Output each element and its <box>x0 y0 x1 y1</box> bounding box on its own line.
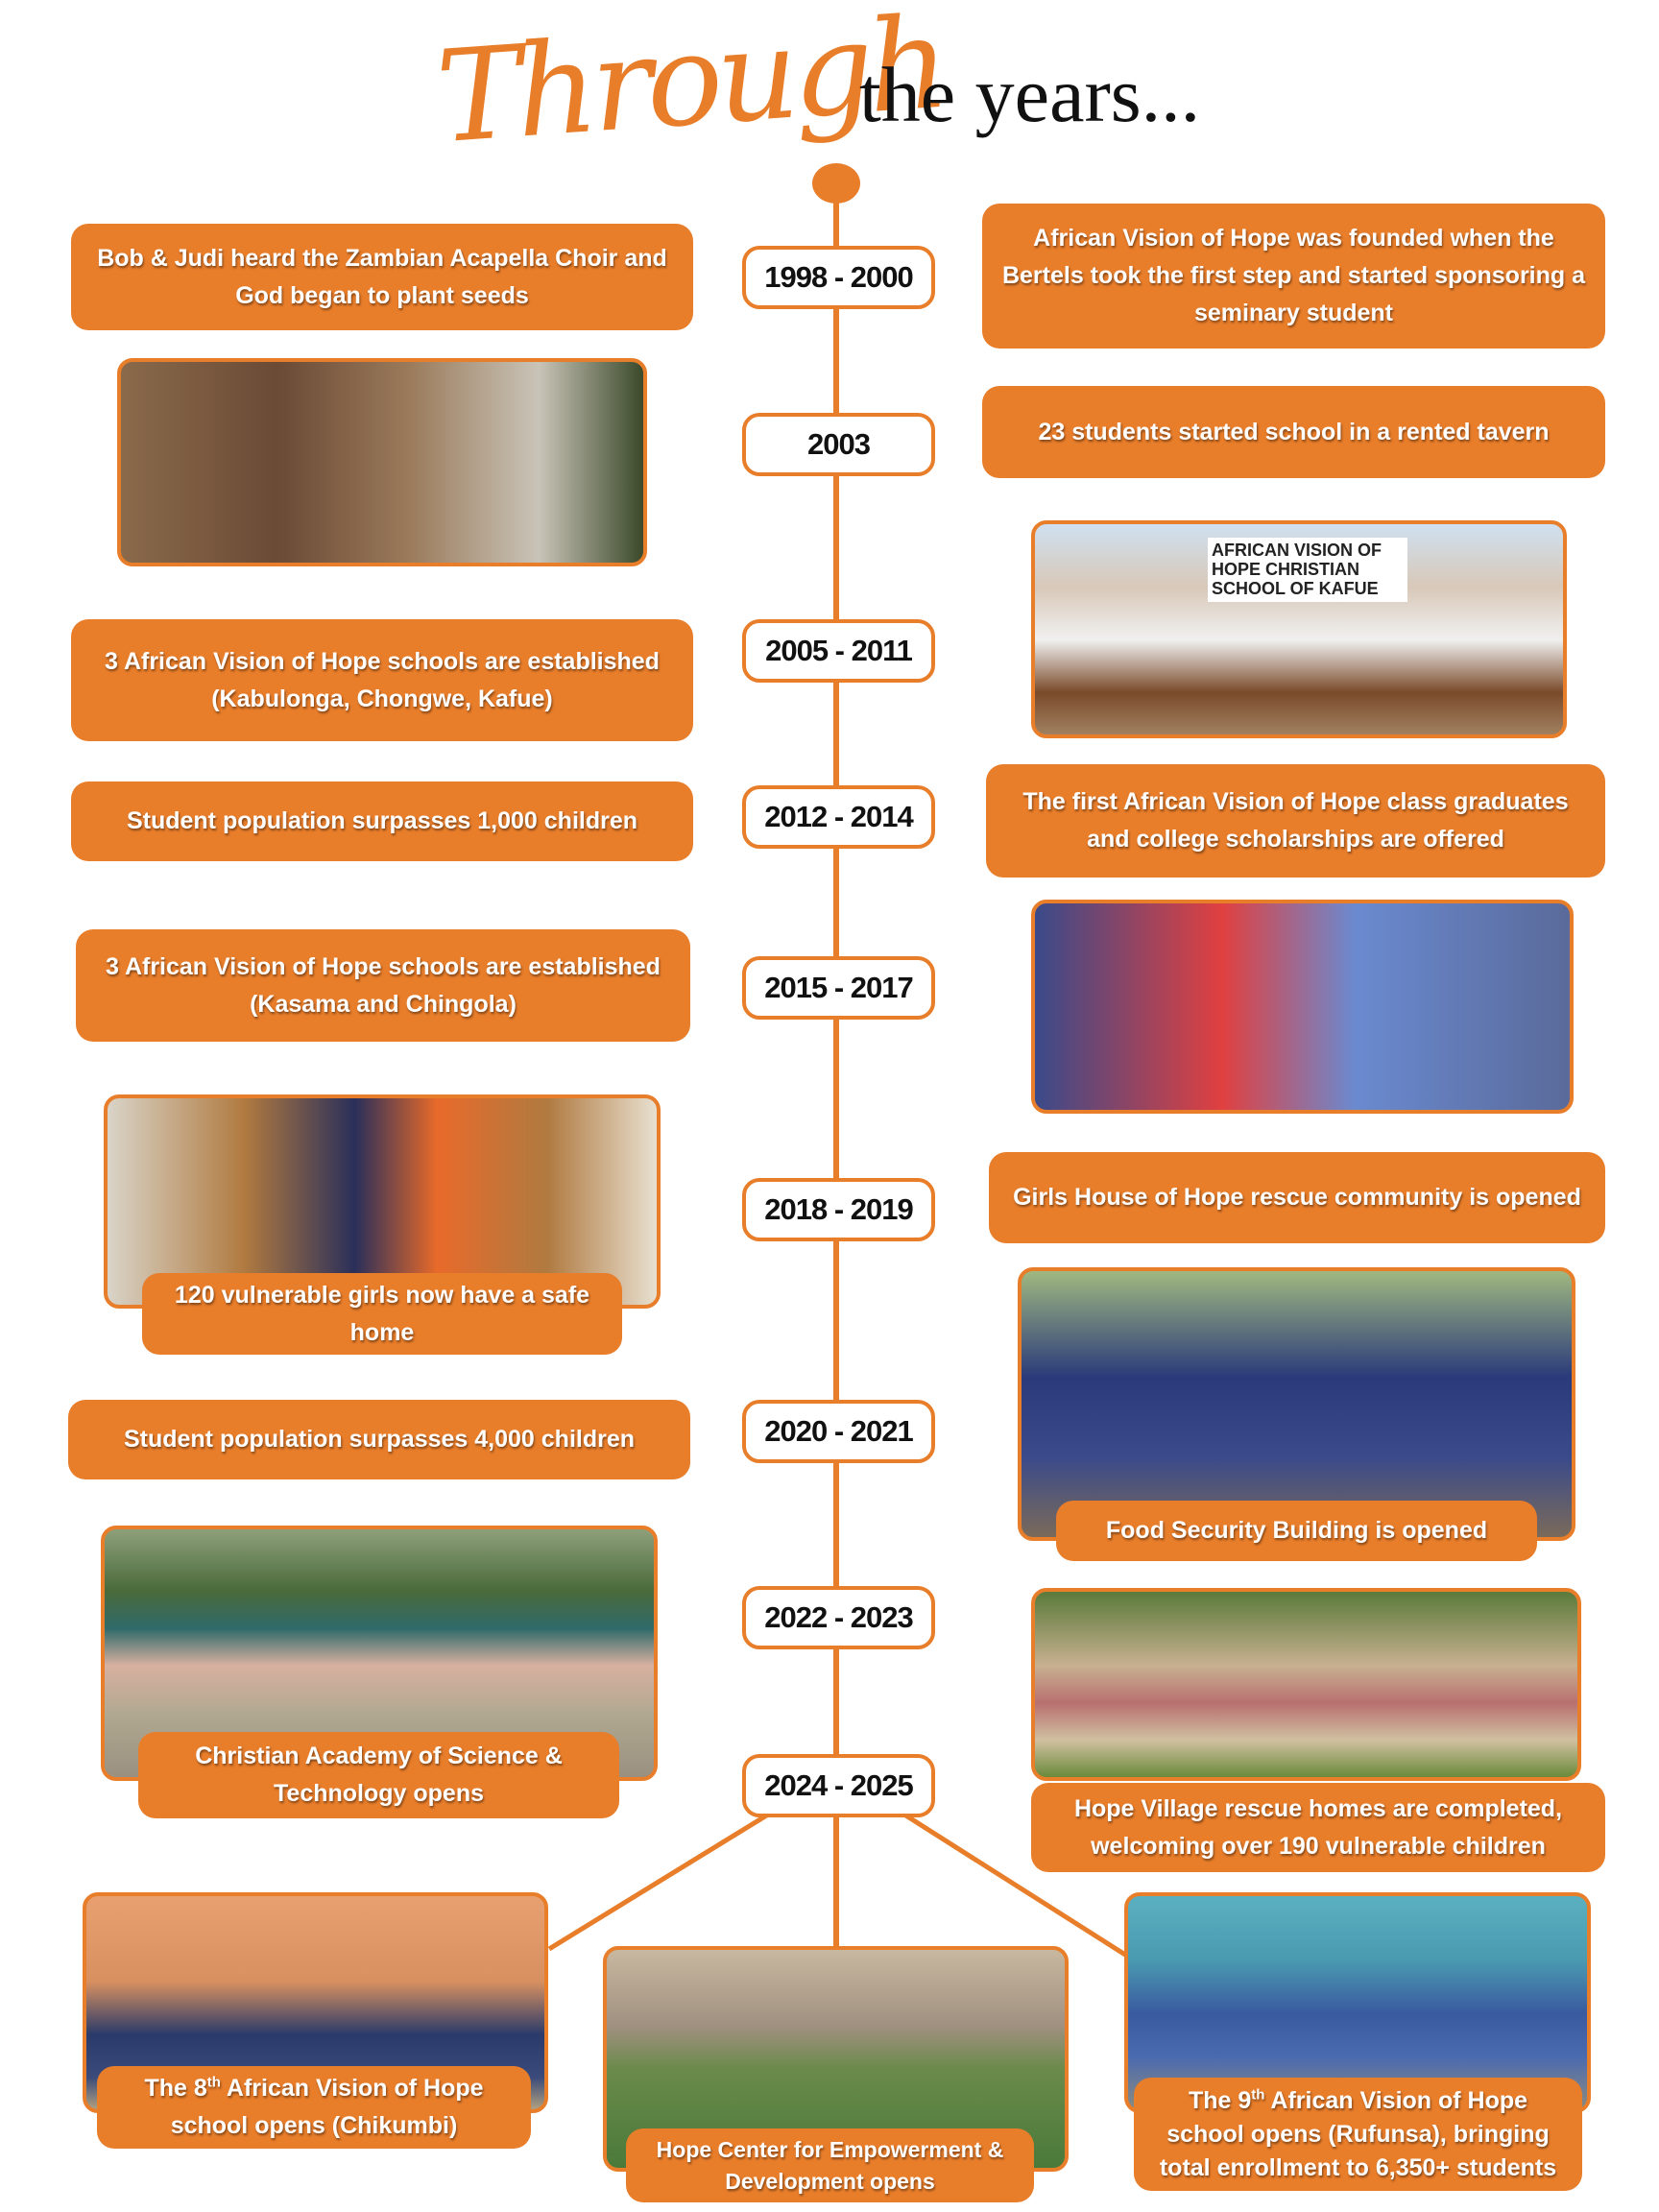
photo-signage: AFRICAN VISION OF HOPE CHRISTIAN SCHOOL … <box>1208 538 1407 603</box>
year-badge: 2018 - 2019 <box>742 1178 935 1241</box>
event-food-security: Food Security Building is opened <box>1056 1501 1537 1561</box>
event-hope-center: Hope Center for Empowerment & Developmen… <box>626 2128 1034 2202</box>
photo-rufunsa <box>1124 1892 1591 2113</box>
event-first-class: The first African Vision of Hope class g… <box>986 764 1605 878</box>
event-schools-2005: 3 African Vision of Hope schools are est… <box>71 619 693 741</box>
event-population-1000: Student population surpasses 1,000 child… <box>71 781 693 861</box>
event-bob-judi: Bob & Judi heard the Zambian Acapella Ch… <box>71 224 693 330</box>
photo-early-children <box>117 358 647 566</box>
photo-girls-house <box>104 1094 661 1309</box>
branch-line-left <box>547 1812 770 1952</box>
photo-hope-village <box>1031 1588 1581 1781</box>
event-population-4000: Student population surpasses 4,000 child… <box>68 1400 690 1479</box>
event-founded: African Vision of Hope was founded when … <box>982 204 1605 349</box>
timeline-line <box>833 182 839 1949</box>
event-tavern: 23 students started school in a rented t… <box>982 386 1605 478</box>
branch-line-right <box>902 1812 1127 1958</box>
event-girls-house: Girls House of Hope rescue community is … <box>989 1152 1605 1243</box>
photo-kafue-school: AFRICAN VISION OF HOPE CHRISTIAN SCHOOL … <box>1031 520 1567 738</box>
timeline-start-dot <box>812 163 860 204</box>
event-ninth-school: The 9th African Vision of Hope school op… <box>1134 2078 1582 2191</box>
event-eighth-school: The 8th African Vision of Hope school op… <box>97 2066 531 2149</box>
event-academy: Christian Academy of Science & Technolog… <box>138 1732 619 1818</box>
event-schools-2015: 3 African Vision of Hope schools are est… <box>76 929 690 1042</box>
year-badge: 2012 - 2014 <box>742 785 935 849</box>
year-badge: 2020 - 2021 <box>742 1400 935 1463</box>
year-badge: 2005 - 2011 <box>742 619 935 683</box>
photo-students-smiling <box>1031 900 1574 1114</box>
year-badge: 2015 - 2017 <box>742 956 935 1020</box>
year-badge: 2003 <box>742 413 935 476</box>
photo-food-security <box>1018 1267 1575 1541</box>
year-badge: 2024 - 2025 <box>742 1754 935 1817</box>
event-girls-safe: 120 vulnerable girls now have a safe hom… <box>142 1273 622 1355</box>
title-serif: the years... <box>859 51 1201 138</box>
year-badge: 2022 - 2023 <box>742 1586 935 1649</box>
year-badge: 1998 - 2000 <box>742 246 935 309</box>
event-hope-village: Hope Village rescue homes are completed,… <box>1031 1783 1605 1872</box>
